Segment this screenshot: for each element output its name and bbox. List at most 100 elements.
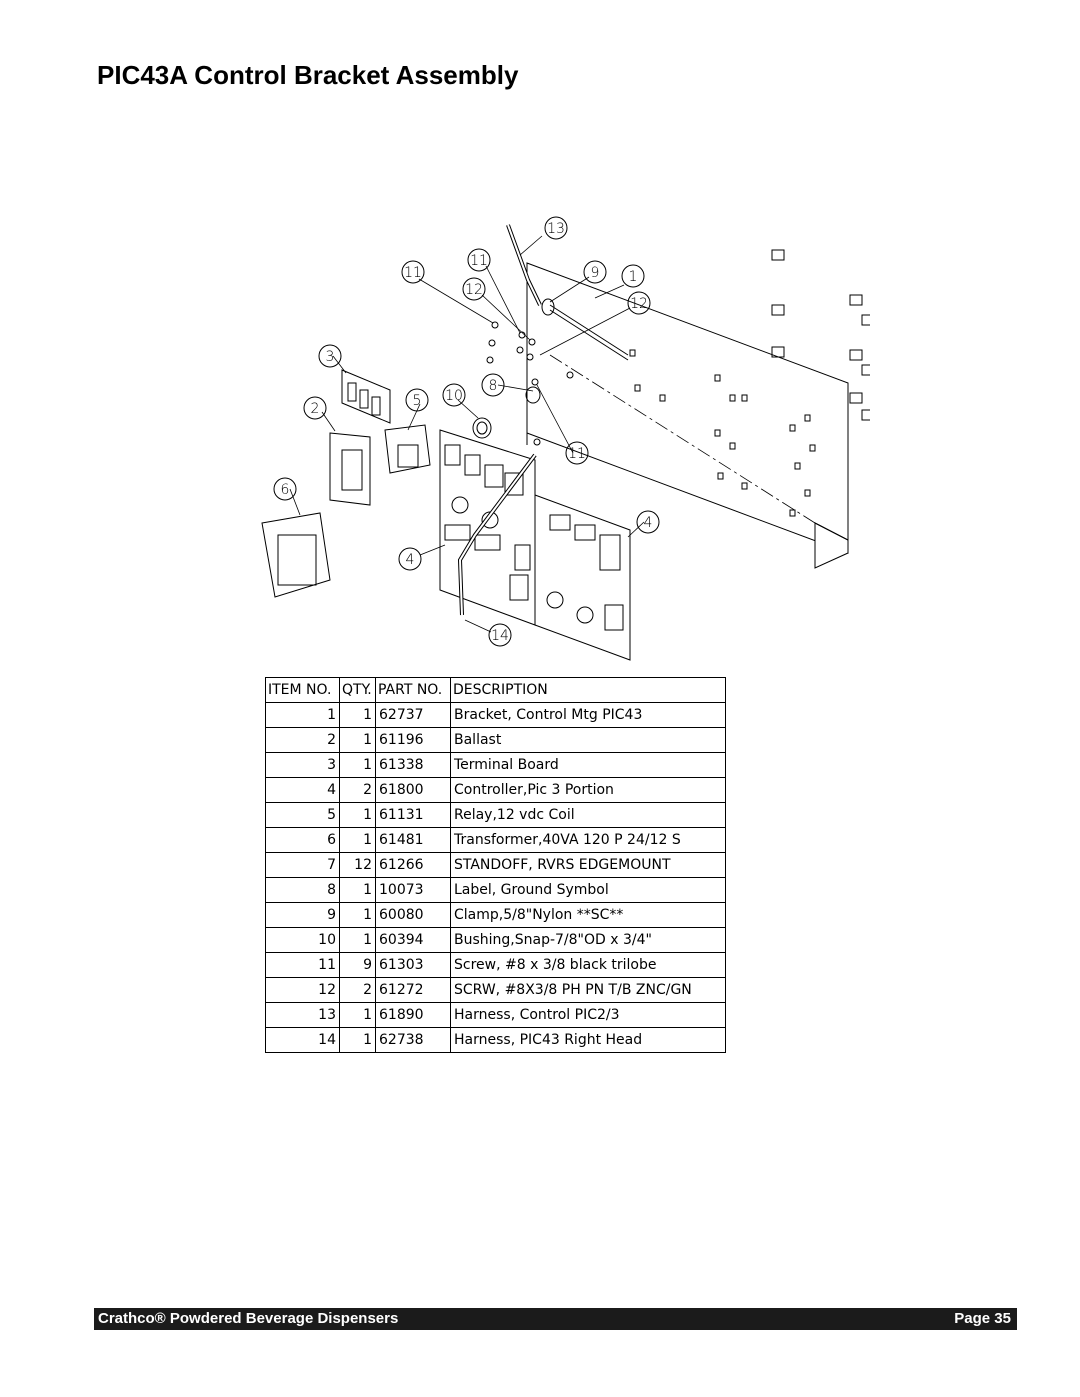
page-title: PIC43A Control Bracket Assembly	[97, 60, 519, 90]
description-cell: Harness, Control PIC2/3	[450, 1002, 726, 1028]
qty-cell: 1	[339, 1027, 376, 1053]
part-no-cell: 61131	[375, 802, 451, 828]
item-no-cell: 1	[265, 702, 340, 728]
description-cell: Clamp,5/8"Nylon **SC**	[450, 902, 726, 928]
qty-cell: 9	[339, 952, 376, 978]
callout-11-c: 11	[568, 446, 586, 462]
item-no-cell: 13	[265, 1002, 340, 1028]
footer-page-number: Page 35	[954, 1310, 1011, 1327]
qty-cell: 2	[339, 777, 376, 803]
callout-11-a: 11	[404, 265, 422, 281]
standoffs	[771, 249, 870, 421]
item-no-cell: 3	[265, 752, 340, 778]
part-no-cell: 61266	[375, 852, 451, 878]
callout-6: 6	[281, 482, 290, 498]
description-cell: Controller,Pic 3 Portion	[450, 777, 726, 803]
item-no-cell: 6	[265, 827, 340, 853]
item-no-cell: 11	[265, 952, 340, 978]
qty-cell: 1	[339, 927, 376, 953]
item-no-cell: 12	[265, 977, 340, 1003]
leader-lines	[289, 235, 645, 633]
callout-5: 5	[413, 393, 422, 409]
description-cell: Bracket, Control Mtg PIC43	[450, 702, 726, 728]
part-no-cell: 60394	[375, 927, 451, 953]
screws	[486, 321, 574, 446]
description-cell: Label, Ground Symbol	[450, 877, 726, 903]
part-no-cell: 61303	[375, 952, 451, 978]
exploded-assembly-diagram: 13 11 11 12 9 1 12 3 2 5 10 8 11 7 6 4 4…	[250, 205, 870, 675]
header-item-no: ITEM NO.	[265, 677, 340, 703]
description-cell: Terminal Board	[450, 752, 726, 778]
ballast	[329, 432, 371, 506]
transformer	[261, 512, 331, 598]
item-no-cell: 5	[265, 802, 340, 828]
part-no-cell: 61338	[375, 752, 451, 778]
callout-14: 14	[491, 628, 509, 644]
part-no-cell: 61196	[375, 727, 451, 753]
callout-4-b: 4	[406, 552, 415, 568]
callout-circles	[273, 216, 660, 647]
qty-cell: 12	[339, 852, 376, 878]
qty-cell: 1	[339, 752, 376, 778]
callout-4-a: 4	[644, 515, 653, 531]
header-qty: QTY.	[339, 677, 376, 703]
qty-cell: 1	[339, 727, 376, 753]
description-cell: Transformer,40VA 120 P 24/12 S	[450, 827, 726, 853]
part-no-cell: 61272	[375, 977, 451, 1003]
part-no-cell: 62737	[375, 702, 451, 728]
qty-cell: 2	[339, 977, 376, 1003]
header-part-no: PART NO.	[375, 677, 451, 703]
item-no-cell: 10	[265, 927, 340, 953]
callout-1: 1	[629, 269, 638, 285]
qty-cell: 1	[339, 1002, 376, 1028]
terminal-board	[341, 369, 391, 424]
controller-board-b	[534, 494, 631, 661]
bushing-10	[472, 417, 492, 439]
item-no-cell: 4	[265, 777, 340, 803]
part-no-cell: 62738	[375, 1027, 451, 1053]
part-no-cell: 61800	[375, 777, 451, 803]
description-cell: SCRW, #8X3/8 PH PN T/B ZNC/GN	[450, 977, 726, 1003]
qty-cell: 1	[339, 702, 376, 728]
callout-10: 10	[445, 388, 463, 404]
item-no-cell: 2	[265, 727, 340, 753]
callout-13: 13	[547, 221, 565, 237]
board-components	[444, 444, 624, 631]
label-ground	[525, 386, 541, 404]
callout-9: 9	[591, 265, 600, 281]
qty-cell: 1	[339, 902, 376, 928]
qty-cell: 1	[339, 877, 376, 903]
description-cell: STANDOFF, RVRS EDGEMOUNT	[450, 852, 726, 878]
description-cell: Ballast	[450, 727, 726, 753]
clamp-9	[541, 298, 555, 316]
item-no-cell: 9	[265, 902, 340, 928]
part-no-cell: 60080	[375, 902, 451, 928]
item-no-cell: 7	[265, 852, 340, 878]
callout-12-b: 12	[630, 296, 648, 312]
part-no-cell: 61481	[375, 827, 451, 853]
relay	[384, 424, 431, 474]
part-no-cell: 10073	[375, 877, 451, 903]
table-header-row: ITEM NO. QTY. PART NO. DESCRIPTION	[265, 677, 726, 703]
callout-11-b: 11	[470, 253, 488, 269]
description-cell: Bushing,Snap-7/8"OD x 3/4"	[450, 927, 726, 953]
part-no-cell: 61890	[375, 1002, 451, 1028]
description-cell: Harness, PIC43 Right Head	[450, 1027, 726, 1053]
qty-cell: 1	[339, 802, 376, 828]
item-no-cell: 14	[265, 1027, 340, 1053]
footer-brand: Crathco® Powdered Beverage Dispensers	[98, 1310, 399, 1327]
